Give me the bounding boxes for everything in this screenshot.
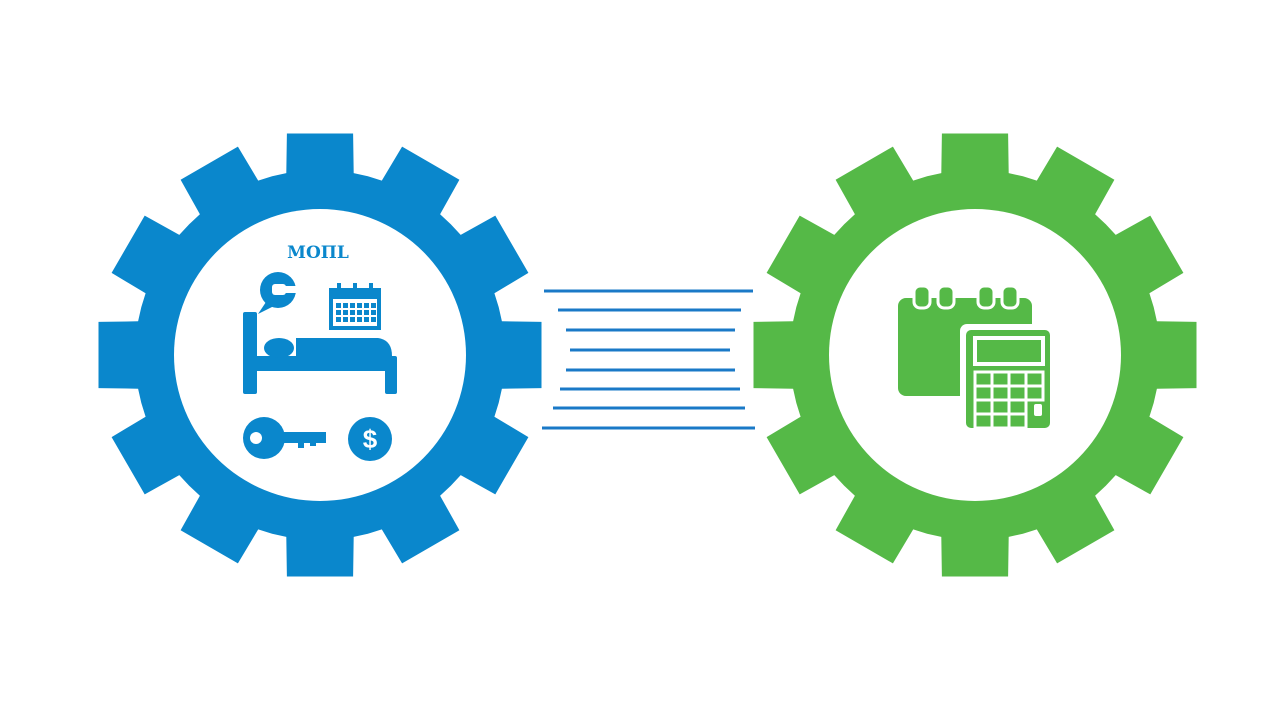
calendar-cell [364, 303, 369, 308]
calendar-cell [350, 317, 355, 322]
calendar-cell [364, 310, 369, 315]
calendar-cell [371, 310, 376, 315]
calendar-cell [350, 303, 355, 308]
calculator-icon [960, 324, 1056, 434]
key-icon [243, 417, 326, 459]
calendar-cell [336, 310, 341, 315]
calendar-cell [343, 303, 348, 308]
right-gear [753, 133, 1197, 577]
calendar-cell [350, 310, 355, 315]
left-gear-label: MOΠL [287, 243, 349, 263]
calendar-cell [371, 317, 376, 322]
calendar-cell [357, 310, 362, 315]
connector-lines [542, 289, 755, 430]
bed-icon [243, 312, 397, 394]
calendar-cell [357, 303, 362, 308]
calculator-key [1024, 384, 1045, 402]
calendar-cell [364, 317, 369, 322]
dollar-coin-icon: $ [348, 417, 392, 461]
dollar-coin-symbol: $ [363, 424, 378, 454]
left-gear: MOΠL [98, 133, 542, 577]
calendar-cell [357, 317, 362, 322]
calendar-cell [371, 303, 376, 308]
calendar-cell [343, 317, 348, 322]
calendar-cell [336, 303, 341, 308]
calendar-cell [343, 310, 348, 315]
calendar-cell [336, 317, 341, 322]
calculator-key [1007, 412, 1028, 430]
calendar-icon [329, 283, 381, 330]
chat-bubble-icon [258, 272, 296, 314]
